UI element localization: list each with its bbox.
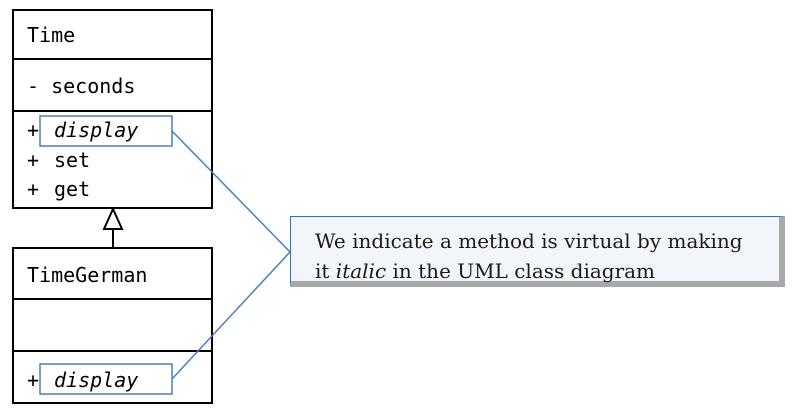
callout-line-2-prefix: it [315,259,336,283]
class-time: Time - seconds + display + set + get [12,9,213,209]
callout-italic-word: italic [335,259,387,283]
method-get: get [54,177,90,201]
connector-line-timegerman-display [171,251,291,380]
class-timegerman: TimeGerman + display [12,247,213,404]
method-visibility: + [27,177,39,201]
method-display-time: display [54,118,138,142]
method-visibility: + [27,148,39,172]
callout-line-1: We indicate a method is virtual by makin… [315,229,743,253]
connector-line-time-display [171,130,291,253]
callout-connectors [171,130,291,380]
callout-line-2-suffix: in the UML class diagram [386,259,656,283]
class-time-border [12,9,213,209]
callout-note: We indicate a method is virtual by makin… [290,216,785,287]
method-visibility: + [27,118,39,142]
callout-line-2: it italic in the UML class diagram [315,256,767,286]
class-time-name: Time [27,23,75,47]
method-visibility: + [27,368,39,392]
class-time-attribute: - seconds [27,74,135,98]
inheritance-arrowhead [102,206,124,230]
class-timegerman-border [12,247,213,404]
inheritance-arrow [102,206,124,248]
method-set: set [54,148,90,172]
method-display-timegerman: display [54,368,138,392]
class-timegerman-name: TimeGerman [27,263,147,287]
